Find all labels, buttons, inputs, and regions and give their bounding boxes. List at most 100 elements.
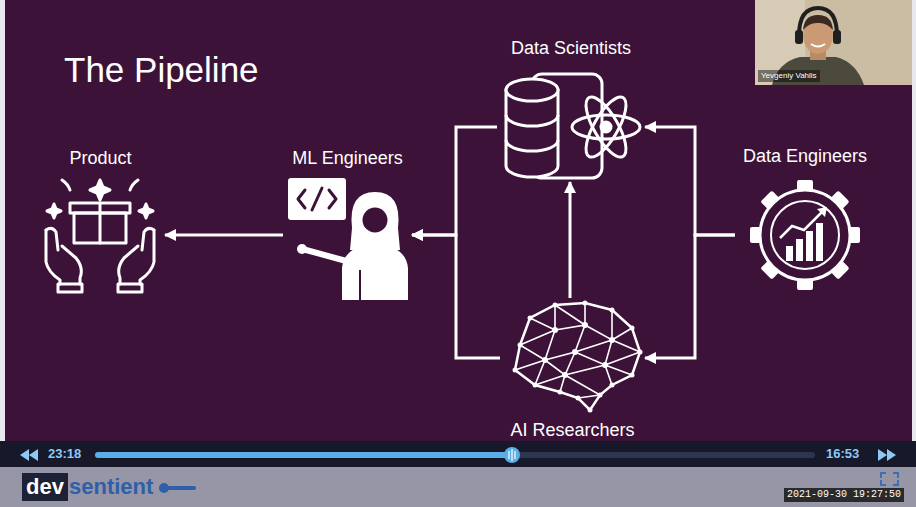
player-bar (504, 447, 520, 463)
bottom-strip (0, 467, 916, 507)
product-icon (47, 204, 61, 218)
elapsed-time: 23:18 (48, 446, 81, 462)
engineer-icon (298, 188, 336, 210)
node-label: Product (69, 148, 131, 170)
product-icon (139, 204, 153, 218)
product-icon (46, 228, 58, 250)
database-atom-icon (506, 90, 558, 177)
engineer-icon (306, 250, 350, 262)
engineer-icon (350, 192, 400, 250)
bottom-strip (0, 467, 916, 507)
engineer-icon (297, 244, 307, 254)
gear-chart-icon (806, 231, 813, 261)
brain-network-icon (630, 326, 635, 331)
player-bar (95, 452, 512, 458)
product-icon (46, 180, 154, 292)
brain-network-icon (576, 396, 581, 401)
brain-network-icon (588, 408, 593, 413)
product-icon (58, 284, 82, 292)
brain-network-icon (630, 373, 635, 378)
player-bar (0, 441, 916, 467)
product-icon (90, 180, 110, 200)
webcam-overlay (803, 16, 833, 54)
webcam-overlay (811, 44, 825, 47)
slide-background (5, 0, 912, 441)
gear-chart-icon (816, 223, 823, 261)
gear-chart-icon (750, 180, 860, 290)
bottom-strip (159, 483, 169, 493)
database-atom-icon (506, 79, 558, 101)
engineer-icon (359, 270, 361, 300)
brain-network-icon (583, 301, 588, 306)
database-atom-icon (506, 74, 640, 178)
engineer-icon (288, 178, 408, 300)
node-label: Data Engineers (743, 146, 867, 168)
product-icon (99, 203, 102, 243)
flow-arrow (569, 182, 572, 298)
gear-chart-icon (786, 246, 793, 261)
webcam-overlay (833, 30, 841, 44)
player-bar (20, 449, 38, 461)
brain-network-icon (598, 393, 603, 398)
database-atom-icon (506, 140, 558, 151)
flow-arrow (165, 234, 283, 237)
database-atom-icon (572, 115, 640, 139)
node-label: AI Researchers (510, 420, 634, 442)
pipeline-node: Product (36, 148, 165, 294)
brain-network-icon (562, 372, 568, 378)
brain-network-icon (553, 303, 558, 308)
product-icon (62, 246, 81, 284)
gear-chart-icon (771, 201, 839, 269)
brain-network-icon (518, 343, 523, 348)
brain-network-icon (542, 357, 548, 363)
brain-network-icon (513, 368, 518, 373)
slide-title: The Pipeline (64, 49, 259, 91)
pipeline-node: ML Engineers (283, 148, 412, 300)
webcam-overlay (755, 0, 912, 85)
database-atom-icon (579, 92, 634, 163)
brain-network-icon (609, 337, 615, 343)
brain-network-icon (638, 350, 643, 355)
pipeline-node: AI Researchers (500, 298, 645, 442)
product-icon (119, 246, 138, 284)
gear-chart-icon (796, 239, 803, 261)
logo-part: sentient (69, 474, 153, 500)
product-icon (142, 228, 154, 250)
brain-network-icon (515, 303, 640, 410)
webcam-overlay (799, 8, 837, 36)
player-bar (878, 449, 896, 461)
product-icon (118, 284, 142, 292)
brain-network-icon (610, 308, 615, 313)
pipeline-node: Data Engineers (735, 146, 875, 296)
brain-network-icon (533, 383, 538, 388)
engineer-icon (288, 178, 346, 220)
product-icon (130, 180, 138, 190)
flow-arrow (645, 127, 735, 235)
gear-chart-icon (817, 207, 827, 217)
player-bar (95, 452, 815, 458)
player-bar (509, 449, 515, 461)
product-icon (62, 180, 70, 190)
player-bar (0, 441, 916, 467)
engineer-icon (361, 206, 389, 234)
brain-network-icon (558, 390, 563, 395)
gear-chart-icon (780, 210, 824, 238)
remaining-time: 16:53 (826, 446, 859, 462)
webcam-name: Yevgeniy Vahlis (758, 70, 820, 82)
flow-arrow (412, 127, 497, 235)
node-label: Data Scientists (511, 38, 631, 60)
brain-network-icon (513, 301, 643, 413)
database-atom-icon (579, 92, 634, 163)
database-atom-icon (506, 115, 558, 126)
logo-part: dev (22, 473, 68, 501)
gear-chart-icon (750, 180, 860, 290)
webcam-overlay (795, 30, 803, 44)
brain-network-icon (528, 316, 533, 321)
brain-network-icon (602, 362, 608, 368)
flow-arrow (412, 235, 500, 358)
bottom-strip (881, 473, 898, 485)
node-label: ML Engineers (292, 148, 402, 170)
webcam-overlay (755, 0, 912, 85)
